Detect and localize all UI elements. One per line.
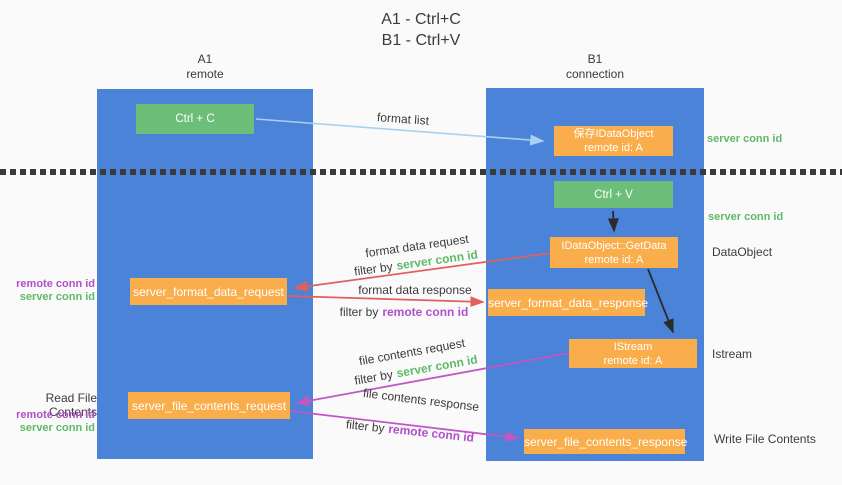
- node-format-request-label: server_format_data_request: [133, 284, 284, 299]
- node-server-format-data-response: server_format_data_response: [488, 289, 649, 316]
- lane-a1-name: A1: [197, 52, 213, 66]
- left-conn-id-stack-mid: remote conn id server conn id: [0, 278, 95, 304]
- node-idataobject-getdata: IDataObject::GetData remote id: A: [550, 237, 678, 268]
- label-format-data-response: format data response: [358, 283, 472, 297]
- remote-conn-id-text: remote conn id: [387, 421, 475, 445]
- left-conn-id-stack-bottom: remote conn id server conn id: [0, 409, 95, 435]
- lane-a1-role: remote: [186, 67, 224, 81]
- filter-by-text: filter by: [339, 305, 379, 319]
- node-ctrl-v-label: Ctrl + V: [594, 188, 633, 201]
- right-label-dataobject: DataObject: [712, 245, 773, 259]
- diagram-title: A1 - Ctrl+C B1 - Ctrl+V: [0, 9, 842, 51]
- left-label-read-file-contents: Read File Contents: [45, 391, 97, 419]
- label-format-list: format list: [376, 110, 430, 128]
- left-label-remote-conn-id-bottom: remote conn id: [16, 409, 95, 421]
- right-label-server-conn-id-top: server conn id: [707, 133, 783, 145]
- diagram-title-line1: A1 - Ctrl+C: [381, 11, 461, 28]
- node-ctrl-c-label: Ctrl + C: [175, 113, 215, 125]
- node-file-request-label: server_file_contents_request: [131, 398, 287, 413]
- dotted-separator-line: [0, 169, 842, 175]
- right-label-write-file-contents: Write File Contents: [714, 432, 816, 446]
- node-ctrl-v: Ctrl + V: [554, 181, 673, 208]
- node-istream-line2: remote id: A: [603, 354, 663, 367]
- right-label-server-conn-id-mid: server conn id: [708, 211, 784, 223]
- node-server-format-data-request: server_format_data_request: [130, 278, 287, 305]
- left-label-server-conn-id-bottom: server conn id: [19, 422, 95, 434]
- node-istream-line1: IStream: [613, 340, 653, 353]
- node-ctrl-c: Ctrl + C: [136, 104, 254, 134]
- node-getdata-line2: remote id: A: [584, 253, 644, 266]
- node-server-file-contents-response: server_file_contents_response: [524, 429, 688, 454]
- diagram-title-line2: B1 - Ctrl+V: [381, 32, 461, 49]
- node-save-idataobject: 保存IDataObject remote id: A: [554, 126, 673, 156]
- node-file-response-label: server_file_contents_response: [524, 434, 688, 449]
- node-format-response-label: server_format_data_response: [488, 295, 649, 310]
- lane-b1-role: connection: [565, 67, 625, 81]
- left-label-server-conn-id-mid: server conn id: [19, 291, 95, 303]
- filter-by-text: filter by: [353, 259, 394, 279]
- filter-by-text: filter by: [345, 417, 386, 436]
- node-save-idataobject-line1: 保存IDataObject: [573, 128, 654, 140]
- node-istream: IStream remote id: A: [569, 339, 697, 368]
- left-label-remote-conn-id-mid: remote conn id: [16, 278, 95, 290]
- node-getdata-line1: IDataObject::GetData: [561, 239, 667, 252]
- right-label-istream: Istream: [712, 347, 753, 361]
- label-file-contents-response: file contents response: [362, 385, 480, 415]
- lane-header-a1: A1 remote: [97, 52, 313, 82]
- node-save-idataobject-line2: remote id: A: [584, 142, 643, 154]
- filter-by-text: filter by: [353, 367, 394, 388]
- lane-header-b1: B1 connection: [486, 52, 704, 82]
- lane-b1-name: B1: [587, 52, 603, 66]
- node-server-file-contents-request: server_file_contents_request: [128, 392, 290, 419]
- remote-conn-id-text: remote conn id: [382, 305, 469, 319]
